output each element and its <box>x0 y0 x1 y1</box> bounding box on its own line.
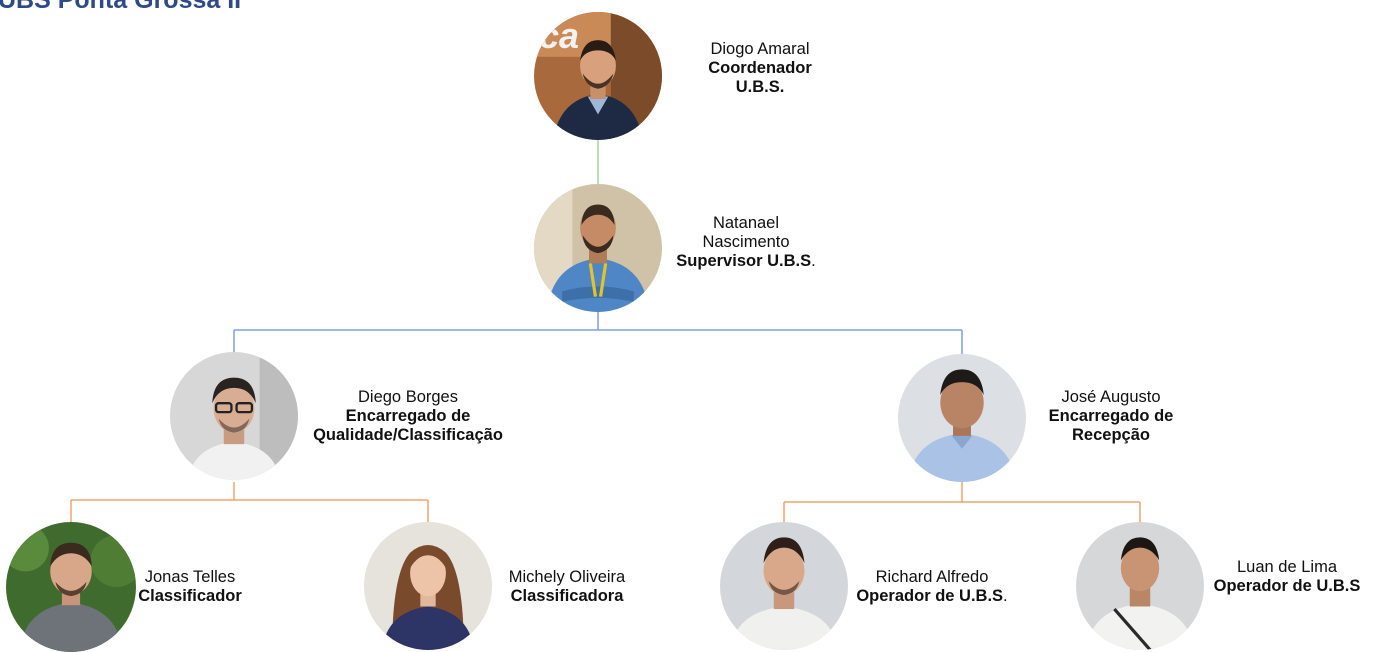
person-photo-icon <box>170 352 298 480</box>
person-photo-icon <box>720 522 848 650</box>
classifier-1-role: Classificador <box>138 587 242 605</box>
label-quality-lead: Diego Borges Encarregado de Qualidade/Cl… <box>290 388 526 445</box>
reception-lead-area: Recepção <box>1072 426 1150 444</box>
connector-quality-team <box>70 482 429 522</box>
avatar-quality-lead <box>170 352 298 480</box>
supervisor-name: Natanael <box>712 214 780 232</box>
page-title: UBS Ponta Grossa II <box>0 0 242 14</box>
quality-lead-name: Diego Borges <box>358 388 458 406</box>
avatar-coordinator: ca <box>534 12 662 140</box>
operator-1-role-suffix: . <box>1003 587 1008 605</box>
supervisor-surname: Nascimento <box>702 233 790 251</box>
label-operator-2: Luan de Lima Operador de U.B.S <box>1212 558 1362 596</box>
avatar-classifier-1 <box>6 522 136 652</box>
classifier-1-name: Jonas Telles <box>144 568 236 586</box>
operator-1-role: Operador de U.B.S <box>856 587 1004 605</box>
label-classifier-1: Jonas Telles Classificador <box>130 568 250 606</box>
person-photo-icon <box>898 354 1026 482</box>
supervisor-role-suffix: . <box>811 252 816 270</box>
avatar-operator-2 <box>1076 522 1204 650</box>
coordinator-name: Diogo Amaral <box>710 40 810 58</box>
quality-lead-area: Qualidade/Classificação <box>313 426 503 444</box>
label-coordinator: Diogo Amaral Coordenador U.B.S. <box>690 40 830 97</box>
person-photo-icon <box>534 184 662 312</box>
connector-supervisor-leads <box>233 312 963 354</box>
classifier-2-name: Michely Oliveira <box>508 568 626 586</box>
avatar-supervisor <box>534 184 662 312</box>
label-operator-1: Richard Alfredo Operador de U.B.S. <box>852 568 1012 606</box>
avatar-classifier-2 <box>364 522 492 650</box>
connector-reception-team <box>783 482 1141 522</box>
classifier-2-role: Classificadora <box>510 587 624 605</box>
avatar-operator-1 <box>720 522 848 650</box>
operator-2-role: Operador de U.B.S <box>1213 577 1361 595</box>
person-photo-icon <box>1076 522 1204 650</box>
reception-lead-name: José Augusto <box>1061 388 1161 406</box>
coordinator-role: Coordenador <box>708 59 812 77</box>
reception-lead-role: Encarregado de <box>1048 407 1174 425</box>
coordinator-role-unit: U.B.S. <box>735 78 785 96</box>
person-photo-icon: ca <box>534 12 662 140</box>
label-classifier-2: Michely Oliveira Classificadora <box>492 568 642 606</box>
supervisor-role: Supervisor U.B.S <box>676 252 812 270</box>
label-reception-lead: José Augusto Encarregado de Recepção <box>1036 388 1186 445</box>
operator-2-name: Luan de Lima <box>1237 558 1337 576</box>
quality-lead-role: Encarregado de <box>345 407 471 425</box>
person-photo-icon <box>364 522 492 650</box>
avatar-reception-lead <box>898 354 1026 482</box>
label-supervisor: Natanael Nascimento Supervisor U.B.S. <box>676 214 816 271</box>
operator-1-name: Richard Alfredo <box>875 568 989 586</box>
person-photo-icon <box>6 522 136 652</box>
